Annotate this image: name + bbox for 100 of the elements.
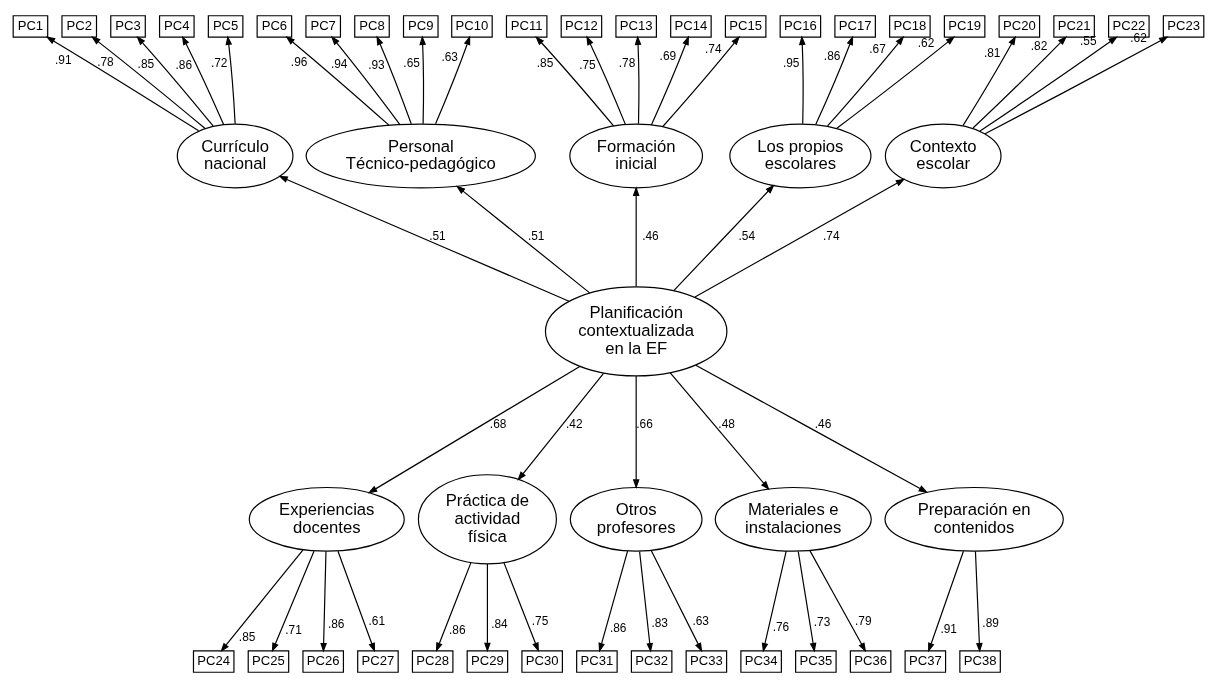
edge-label: .84 <box>491 616 508 631</box>
node-box: PC11 <box>505 14 548 38</box>
node-ellipse: Currículo nacional <box>176 123 294 188</box>
edge-label: .96 <box>290 54 308 69</box>
node-box: PC38 <box>959 649 1001 673</box>
node-box: PC33 <box>685 649 728 673</box>
arrow <box>836 35 956 129</box>
edge-label: .63 <box>692 613 709 628</box>
arrow <box>673 183 775 291</box>
node-box: PC1 <box>12 14 49 38</box>
edge-label: .67 <box>869 41 886 56</box>
node-box: PC31 <box>576 649 618 673</box>
edge-label: .94 <box>330 56 348 71</box>
edge-label: .65 <box>403 55 420 70</box>
edge-label: .63 <box>441 49 458 64</box>
arrow <box>320 550 327 653</box>
node-box: PC2 <box>61 14 98 38</box>
edge-label: .74 <box>823 228 840 243</box>
node-ellipse: Otros profesores <box>569 486 703 552</box>
node-box: PC32 <box>630 649 673 673</box>
arrow <box>586 35 626 125</box>
edge-label: .86 <box>327 616 345 631</box>
edge-label: .71 <box>285 622 302 637</box>
node-box: PC24 <box>192 649 235 673</box>
arrow <box>650 549 703 652</box>
edge-label: .51 <box>527 228 545 243</box>
edge-label: .76 <box>772 619 790 634</box>
edge-label: .85 <box>137 56 155 71</box>
node-box: PC20 <box>998 14 1041 38</box>
arrow <box>517 372 605 481</box>
edge-label: .73 <box>813 614 831 629</box>
arrow <box>797 550 817 652</box>
node-box: PC19 <box>943 14 986 38</box>
node-ellipse: Planificación contextualizada en la EF <box>544 285 728 377</box>
node-box: PC26 <box>302 649 344 673</box>
edge-label: .83 <box>651 615 668 630</box>
edge-label: .75 <box>531 613 549 628</box>
node-box: PC13 <box>615 14 657 38</box>
node-box: PC14 <box>670 14 712 38</box>
node-box: PC10 <box>451 14 493 38</box>
node-box: PC3 <box>110 14 146 38</box>
edge-label: .68 <box>489 416 507 431</box>
edge-label: .62 <box>917 35 935 50</box>
node-ellipse: Práctica de actividad física <box>417 473 557 564</box>
arrow <box>974 550 983 652</box>
edge-label: .61 <box>368 613 386 628</box>
arrow <box>632 185 640 287</box>
node-box: PC23 <box>1162 14 1205 38</box>
edge-label: .75 <box>579 57 596 72</box>
edge-label: .78 <box>618 55 636 70</box>
edge-label: .85 <box>238 629 256 644</box>
node-box: PC4 <box>158 14 195 38</box>
node-box: PC34 <box>740 649 782 673</box>
edge-label: .74 <box>705 41 722 56</box>
node-box: PC30 <box>521 649 563 673</box>
edge-label: .81 <box>983 45 1001 60</box>
arrow <box>484 562 491 652</box>
arrow <box>639 550 654 652</box>
arrow <box>367 365 581 494</box>
arrow <box>669 371 770 490</box>
arrow <box>435 35 471 124</box>
node-box: PC17 <box>834 14 876 38</box>
node-box: PC37 <box>904 649 947 673</box>
edge-label: .79 <box>854 613 872 628</box>
arrow <box>632 375 640 489</box>
arrow <box>979 35 1118 132</box>
node-ellipse: Formación inicial <box>569 123 704 188</box>
node-box: PC12 <box>560 14 603 38</box>
edge-label: .86 <box>609 620 627 635</box>
arrow <box>598 550 629 652</box>
edge-label: .48 <box>718 416 735 431</box>
arrow <box>225 34 236 124</box>
edge-label: .86 <box>175 57 193 72</box>
arrow <box>962 35 1016 126</box>
edge-label: .86 <box>823 48 841 63</box>
edge-label: .91 <box>55 52 72 67</box>
edge-label: .82 <box>1030 38 1048 53</box>
edge-label: .69 <box>659 48 677 63</box>
arrow <box>455 184 591 293</box>
arrow <box>330 35 401 125</box>
edge-label: .78 <box>97 54 114 69</box>
node-box: PC8 <box>354 14 390 38</box>
arrow <box>376 35 412 124</box>
arrow <box>694 178 906 298</box>
arrow <box>181 35 225 125</box>
node-box: PC7 <box>305 14 342 38</box>
edge-label: .85 <box>536 55 554 70</box>
edge-label: .51 <box>429 228 446 243</box>
arrow <box>972 35 1067 129</box>
edge-label: .72 <box>210 55 228 70</box>
arrow <box>419 34 426 124</box>
edge-label: .54 <box>738 228 756 243</box>
arrow <box>285 35 390 126</box>
arrow <box>695 364 929 493</box>
node-ellipse: Personal Técnico-pedagógico <box>305 123 536 188</box>
arrow <box>809 549 867 652</box>
node-ellipse: Materiales e instalaciones <box>714 486 872 552</box>
node-box: PC9 <box>402 14 439 38</box>
node-box: PC18 <box>889 14 931 38</box>
edge-label: .91 <box>940 621 957 636</box>
